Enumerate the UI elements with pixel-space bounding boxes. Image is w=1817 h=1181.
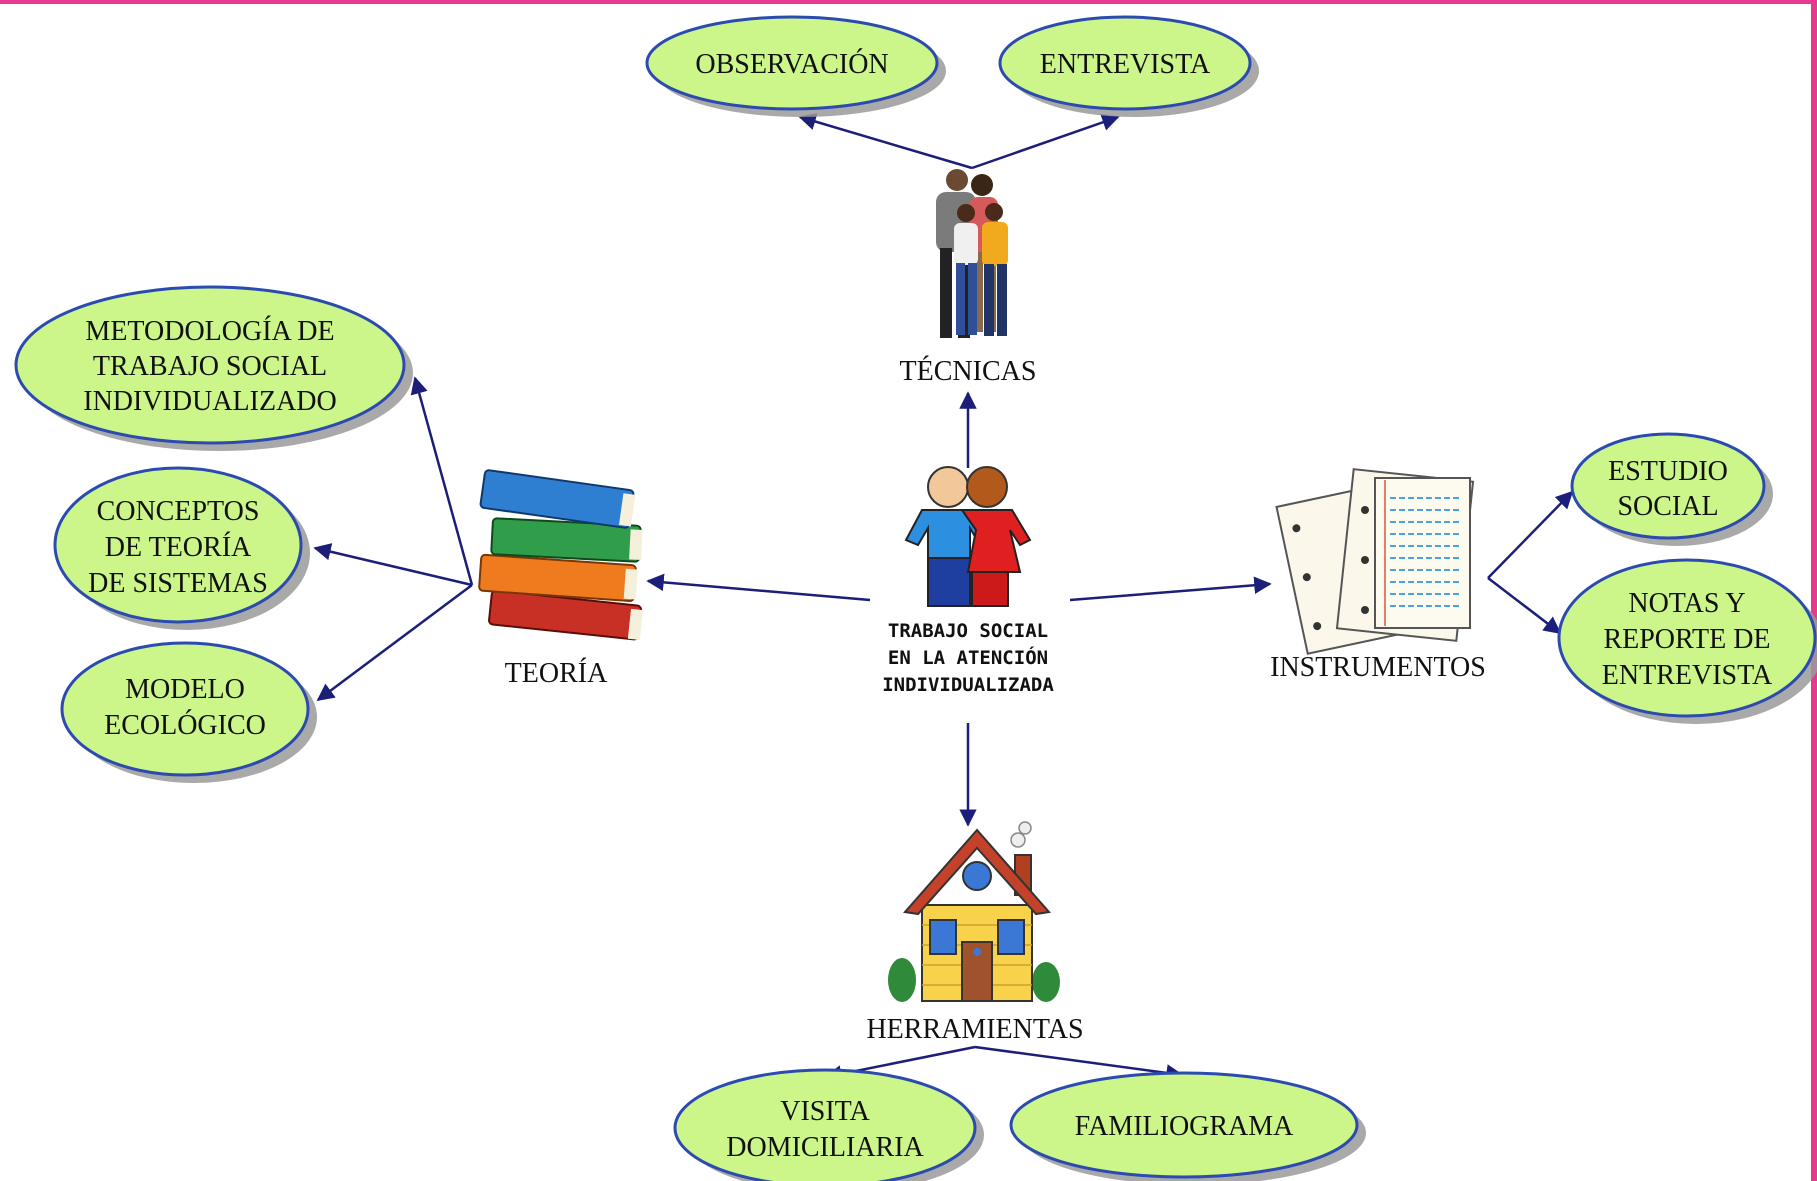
node-label: INDIVIDUALIZADO (83, 386, 337, 417)
node-label: NOTAS Y (1628, 588, 1745, 619)
node-label: ENTREVISTA (1602, 660, 1773, 691)
hub-label-line-3: INDIVIDUALIZADA (882, 674, 1054, 696)
node-label: ENTREVISTA (1040, 49, 1211, 80)
node-label: OBSERVACIÓN (695, 49, 888, 80)
leaf-nodes: OBSERVACIÓN ENTREVISTA METODOLOGÍA DE TR… (14, 15, 1817, 1181)
top-border (0, 0, 1817, 4)
books-stack-icon (478, 469, 643, 641)
node-label: DOMICILIARIA (726, 1132, 924, 1163)
node-visita: VISITA DOMICILIARIA (673, 1068, 984, 1181)
label-herramientas: HERRAMIENTAS (866, 1014, 1083, 1045)
node-observacion: OBSERVACIÓN (645, 15, 946, 117)
label-teoria: TEORÍA (505, 658, 608, 689)
label-tecnicas: TÉCNICAS (900, 356, 1037, 387)
edge-teoria-modelo (316, 583, 473, 702)
edge-teoria-conceptos (313, 543, 473, 587)
node-label: DE TEORÍA (105, 532, 252, 563)
node-notas: NOTAS Y REPORTE DE ENTREVISTA (1557, 558, 1817, 724)
edge-instrumentos-estudio (1487, 490, 1574, 579)
node-estudio: ESTUDIO SOCIAL (1570, 432, 1773, 546)
node-label: TRABAJO SOCIAL (93, 351, 327, 382)
node-label: METODOLOGÍA DE (85, 316, 334, 347)
node-entrevista: ENTREVISTA (998, 15, 1259, 117)
right-border (1811, 0, 1817, 1181)
node-conceptos: CONCEPTOS DE TEORÍA DE SISTEMAS (53, 466, 310, 630)
node-label: SOCIAL (1617, 491, 1718, 522)
node-metodologia: METODOLOGÍA DE TRABAJO SOCIAL INDIVIDUAL… (14, 285, 413, 451)
node-label: ECOLÓGICO (104, 710, 266, 741)
node-label: ESTUDIO (1608, 456, 1728, 487)
node-label: MODELO (125, 674, 245, 705)
two-people-icon (904, 466, 1032, 607)
node-label: FAMILIOGRAMA (1075, 1111, 1295, 1142)
label-instrumentos: INSTRUMENTOS (1270, 652, 1486, 683)
node-label: CONCEPTOS (97, 496, 260, 527)
node-label: VISITA (780, 1096, 870, 1127)
edge-center-teoria (646, 573, 871, 602)
paper-sheets-icon (1275, 468, 1475, 655)
node-familiograma: FAMILIOGRAMA (1009, 1071, 1366, 1181)
family-photo-icon (936, 169, 1008, 338)
edge-instrumentos-notas (1487, 577, 1562, 635)
hub-label-line-2: EN LA ATENCIÓN (888, 645, 1048, 669)
node-modelo: MODELO ECOLÓGICO (60, 641, 317, 783)
house-icon (888, 821, 1060, 1002)
edge-tecnicas-entrevista (971, 113, 1120, 170)
edge-teoria-metodologia (410, 376, 474, 586)
node-label: DE SISTEMAS (88, 568, 268, 599)
edge-tecnicas-observacion (798, 113, 973, 170)
edge-center-instrumentos (1069, 576, 1272, 602)
edge-herramientas-familiograma (974, 1045, 1184, 1082)
node-label: REPORTE DE (1603, 624, 1770, 655)
hub-label-line-1: TRABAJO SOCIAL (888, 620, 1048, 642)
